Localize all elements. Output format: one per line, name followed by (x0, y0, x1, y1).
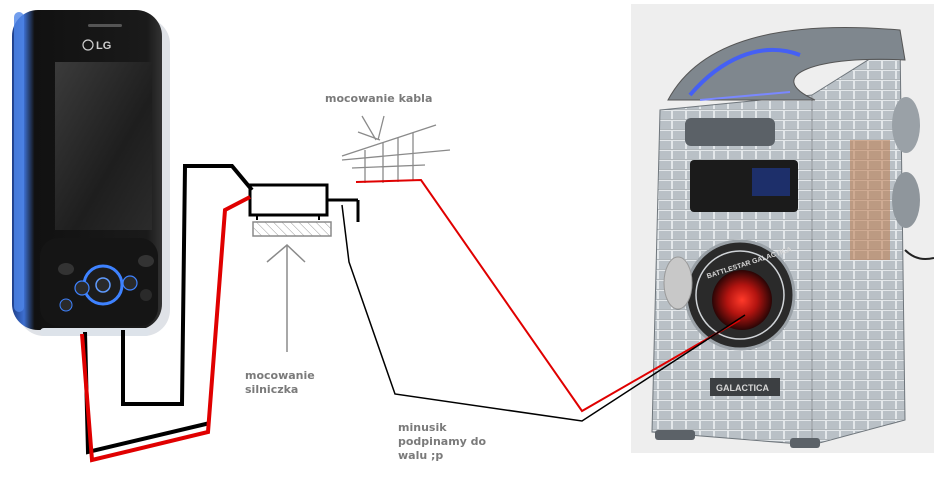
side-window (850, 140, 890, 260)
minus-wire-label: minusik podpinamy do walu ;p (398, 421, 487, 462)
wires (80, 164, 746, 463)
case-foot-left (655, 430, 695, 440)
power-cable (904, 249, 934, 260)
cable-mount-arrow-c (357, 131, 381, 141)
lg-logo-icon (82, 39, 94, 51)
emblem-ring (695, 250, 785, 340)
case-foot-right (790, 438, 820, 448)
cable-mount-frame-2 (341, 149, 451, 161)
emblem-red-glow (712, 270, 772, 330)
red-wire-mount-to-case (355, 178, 741, 413)
end-key-icon (122, 275, 138, 291)
black-wire-phone-to-motor (121, 164, 254, 406)
call-key-icon (74, 280, 90, 296)
red-wire-phone-to-motor (80, 195, 251, 463)
ok-button-icon (95, 277, 111, 293)
side-fan-bulge-bottom (892, 172, 920, 228)
cable-mount-frame (341, 124, 437, 157)
softkey-left-icon (58, 263, 74, 275)
pc-case-photo: BATTLESTAR GALACTICA GALACTICA (631, 4, 934, 453)
cable-mount-label: mocowanie kabla (325, 92, 433, 105)
front-nameplate (710, 378, 780, 396)
front-screen-display (752, 168, 790, 196)
blue-led-glow (699, 91, 791, 101)
drive-bay (685, 118, 775, 146)
softkey-right-icon (138, 255, 154, 267)
motor-mount-label: mocowanie silniczka (245, 369, 315, 396)
phone-screen (55, 62, 152, 230)
side-fan-bulge-top (892, 97, 920, 153)
motor-mount-arrowhead (266, 243, 306, 263)
clear-key-icon (140, 289, 152, 301)
black-wire-shaft-to-case (341, 204, 746, 422)
phone-blue-edge (14, 12, 24, 312)
front-nameplate-text: GALACTICA (716, 383, 769, 393)
cd-disc-icon (663, 256, 693, 310)
lg-phone: LG (12, 10, 170, 336)
cable-mount-arrow-a (361, 115, 377, 141)
case-roof (667, 27, 906, 101)
phone-logo: LG (96, 40, 111, 52)
cable-mount-hline (351, 164, 426, 169)
cable-mount-sketch (341, 115, 451, 183)
motor-mount-plate (252, 221, 332, 237)
phone-earpiece (88, 24, 122, 27)
cable-mount-arrow-b (377, 115, 385, 141)
motor-body (248, 183, 329, 217)
motor-sketch (248, 183, 360, 352)
blue-led-strip (688, 48, 801, 97)
back-key-icon (59, 298, 73, 312)
phone-bottom-shadow (40, 328, 150, 336)
